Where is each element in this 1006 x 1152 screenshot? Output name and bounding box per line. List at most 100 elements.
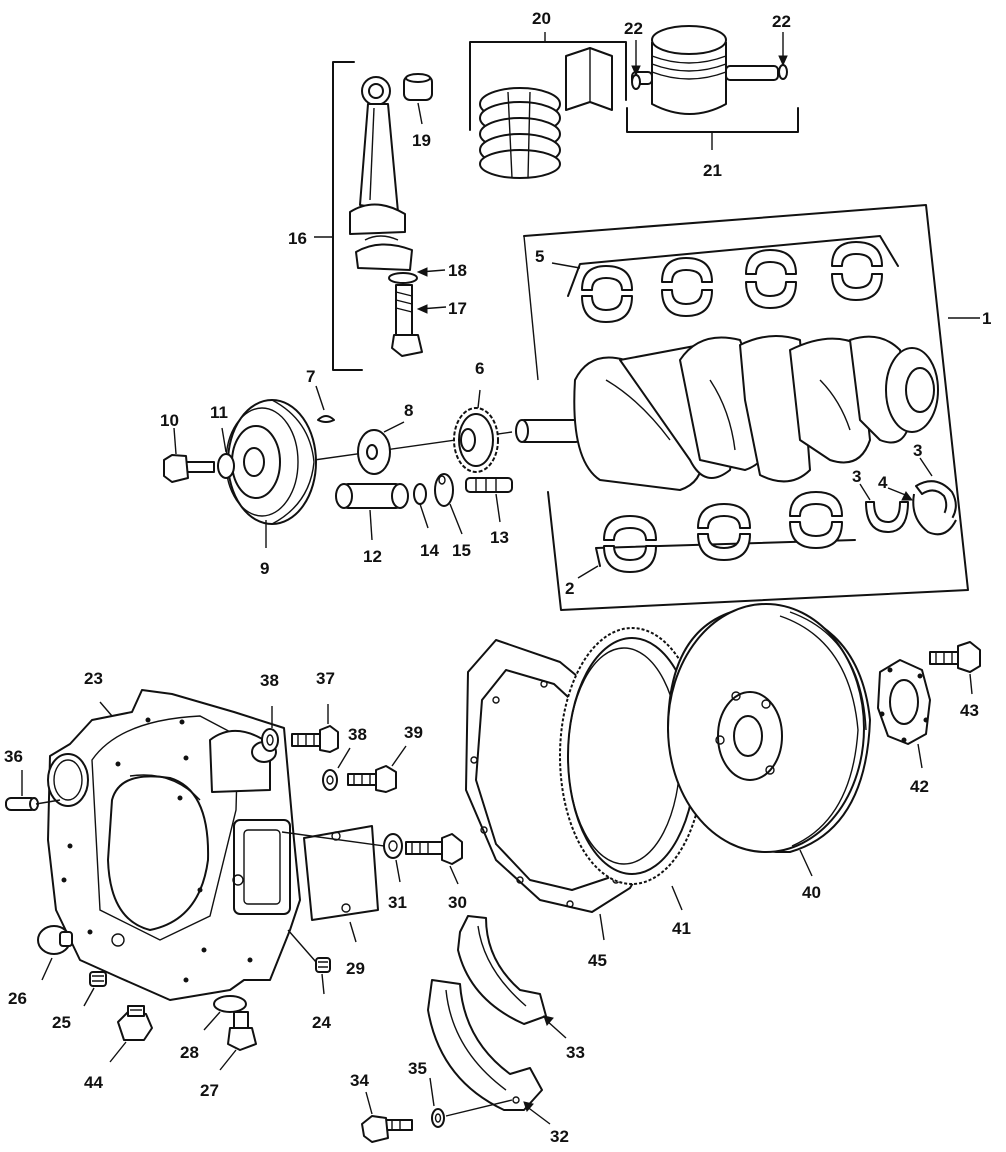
callout-17: 17	[448, 299, 467, 318]
callout-28: 28	[180, 1043, 199, 1062]
spacer-sleeve	[335, 483, 409, 509]
callout-1: 1	[982, 309, 991, 328]
dowel-pin	[5, 797, 39, 811]
rod-washer	[388, 272, 418, 284]
front-pulley-group	[163, 385, 513, 548]
flywheel-group	[465, 603, 981, 941]
callout-12: 12	[363, 547, 382, 566]
callout-41: 41	[672, 919, 691, 938]
callout-30: 30	[448, 893, 467, 912]
callout-20: 20	[532, 9, 551, 28]
callout-31: 31	[388, 893, 407, 912]
connecting-rod-group	[314, 61, 447, 371]
plug	[37, 925, 73, 955]
lower-seal-retainer	[427, 979, 543, 1111]
callout-13: 13	[490, 528, 509, 547]
callout-8: 8	[404, 401, 413, 420]
crankshaft-group	[515, 204, 980, 611]
callout-27: 27	[200, 1081, 219, 1100]
callout-23: 23	[84, 669, 103, 688]
callout-40: 40	[802, 883, 821, 902]
crank-pulley	[225, 399, 317, 525]
housing-bolt-upper	[291, 725, 339, 753]
flywheel-bolt	[929, 641, 981, 673]
flywheel-retainer-plate	[877, 659, 931, 745]
housing-bolt-lower	[347, 765, 397, 793]
callout-22a: 22	[624, 19, 643, 38]
lock-washer	[413, 483, 427, 505]
ring-gear	[559, 627, 705, 885]
upper-main-bearings	[581, 241, 883, 323]
set-screw	[315, 957, 331, 973]
retainer-lock-washer	[431, 1108, 445, 1128]
callout-44: 44	[84, 1073, 103, 1092]
callout-10: 10	[160, 411, 179, 430]
callout-18: 18	[448, 261, 467, 280]
drain-plug-bolt	[227, 1011, 257, 1051]
drain-plug	[117, 1005, 153, 1041]
callout-24: 24	[312, 1013, 331, 1032]
cover-lock-washer	[383, 833, 403, 859]
cover-bolt	[405, 833, 463, 865]
flywheel	[667, 603, 871, 853]
gear-washer	[357, 429, 391, 475]
callout-38a: 38	[260, 671, 279, 690]
engine-rear-plate-group	[5, 689, 463, 1071]
upper-seal-retainer	[457, 915, 547, 1025]
callout-43: 43	[960, 701, 979, 720]
snap-ring-left	[631, 74, 641, 90]
callout-36: 36	[4, 747, 23, 766]
callout-5: 5	[535, 247, 544, 266]
callout-3a: 3	[852, 467, 861, 486]
callout-11: 11	[210, 403, 228, 422]
callout-39: 39	[404, 723, 423, 742]
callout-14: 14	[420, 541, 439, 560]
callout-4: 4	[878, 473, 888, 492]
callout-21: 21	[703, 161, 722, 180]
callout-3b: 3	[913, 441, 922, 460]
callout-35: 35	[408, 1059, 427, 1078]
thrust-washers	[865, 480, 957, 536]
callout-29: 29	[346, 959, 365, 978]
callout-38b: 38	[348, 725, 367, 744]
lock-washer-lower	[322, 769, 338, 791]
piston	[631, 25, 779, 115]
callout-34: 34	[350, 1071, 369, 1090]
piston-rings	[479, 87, 561, 179]
flat-washer	[434, 473, 454, 507]
cover-plate	[303, 825, 379, 921]
callout-32: 32	[550, 1127, 569, 1146]
retainer-bolt	[361, 1115, 413, 1143]
crankshaft	[515, 335, 939, 491]
callout-2: 2	[565, 579, 574, 598]
callout-19: 19	[412, 131, 431, 150]
callout-labels: 1 2 3 3 4 5 6 7 8 9 10 11 12 13 14 15 16…	[4, 9, 991, 1146]
rod-bolt	[391, 284, 423, 357]
callout-15: 15	[452, 541, 471, 560]
small-plug	[89, 971, 107, 987]
callout-25: 25	[52, 1013, 71, 1032]
callout-9: 9	[260, 559, 269, 578]
pulley-bolt	[163, 454, 215, 483]
piston-group	[469, 25, 799, 179]
woodruff-key	[317, 415, 335, 423]
callout-16: 16	[288, 229, 307, 248]
callout-37: 37	[316, 669, 335, 688]
callout-42: 42	[910, 777, 929, 796]
lower-main-bearings	[603, 491, 843, 573]
callout-7: 7	[306, 367, 315, 386]
ring-expander	[565, 47, 613, 111]
rod-bushing	[403, 73, 433, 101]
connecting-rod	[349, 76, 413, 271]
crank-gear	[453, 407, 499, 473]
callout-6: 6	[475, 359, 484, 378]
stud	[465, 477, 513, 493]
callout-22b: 22	[772, 12, 791, 31]
rear-seal-group	[361, 915, 567, 1143]
callout-33: 33	[566, 1043, 585, 1062]
gasket-washer	[213, 995, 247, 1013]
pulley-washer	[217, 453, 235, 479]
lock-washer-upper	[261, 728, 279, 752]
snap-ring-right	[778, 64, 788, 80]
